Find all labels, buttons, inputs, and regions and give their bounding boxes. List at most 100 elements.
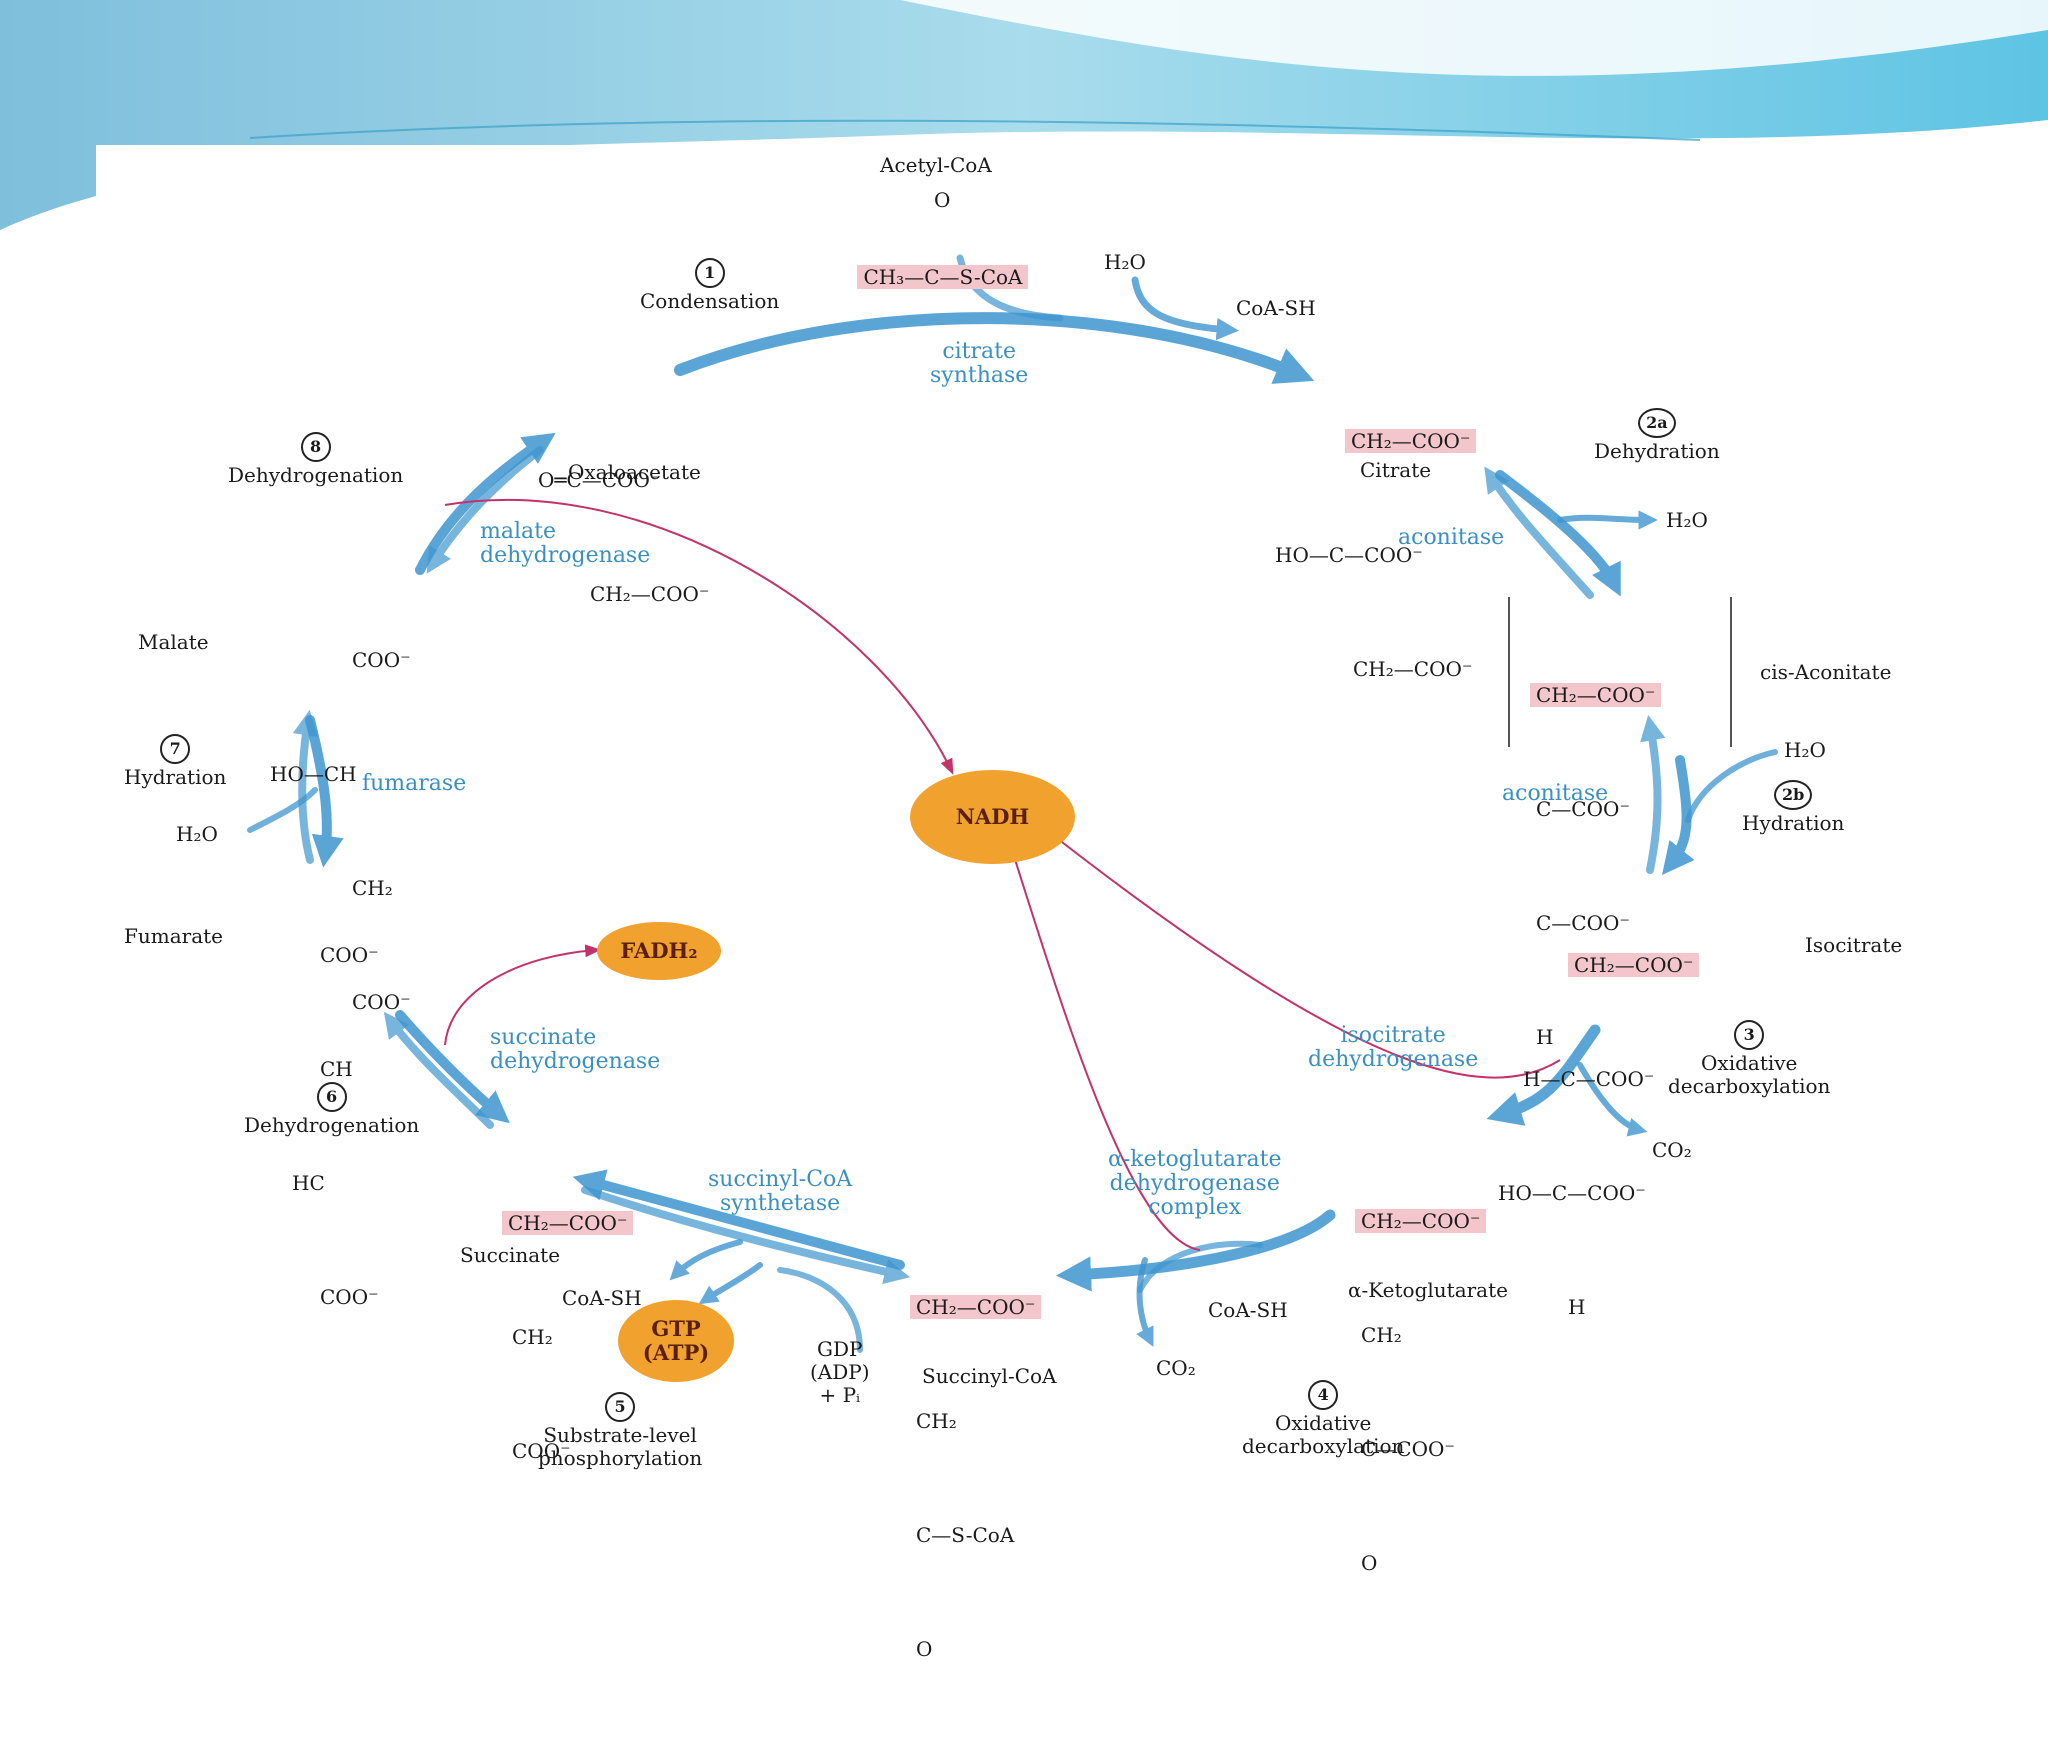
step-1: 1 Condensation: [640, 258, 779, 313]
arrow-coash-5: [669, 1239, 743, 1281]
h2o-step2a: H₂O: [1666, 508, 1708, 532]
arrow-step8-rev: [426, 446, 544, 574]
arrow-step3: [1486, 1024, 1601, 1126]
step-2b-number: 2b: [1774, 780, 1813, 810]
acetyl-coa-label: Acetyl-CoA: [880, 153, 992, 177]
step-2b: 2b Hydration: [1742, 780, 1844, 835]
step-3: 3 Oxidative decarboxylation: [1668, 1020, 1830, 1098]
co2-step3: CO₂: [1652, 1138, 1692, 1162]
step-8: 8 Dehydrogenation: [228, 432, 403, 487]
step-6-label: Dehydrogenation: [244, 1113, 420, 1137]
arrow-step7-rev: [292, 709, 319, 864]
succinyl-coa-label: Succinyl-CoA: [922, 1364, 1057, 1388]
malate-line-2: HO—CH: [270, 762, 357, 786]
arrow-step1: [674, 312, 1315, 384]
arrow-h2o-2b: [1685, 749, 1778, 823]
step-7: 7 Hydration: [124, 734, 226, 789]
isocitrate-label: Isocitrate: [1805, 933, 1903, 957]
arrow-coash-4-in: [1137, 1240, 1263, 1293]
malate-structure: COO⁻ HO—CH CH₂ COO⁻: [270, 565, 411, 1097]
cis-aconitate-line-1: CH₂—COO⁻: [1530, 676, 1662, 714]
malate-label: Malate: [138, 630, 209, 654]
step-5-label: Substrate-level phosphorylation: [538, 1423, 703, 1470]
cis-aconitate-label: cis-Aconitate: [1760, 660, 1892, 684]
succinate-line-1: CH₂—COO⁻: [502, 1204, 634, 1242]
malate-line-4: COO⁻: [352, 990, 411, 1014]
fumarate-structure: COO⁻ CH HC COO⁻: [292, 860, 379, 1392]
oxaloacetate-label: Oxaloacetate: [568, 460, 701, 484]
isocitrate-line-2: H—C—COO⁻: [1523, 1067, 1655, 1091]
step-5: 5 Substrate-level phosphorylation: [538, 1392, 702, 1470]
succinyl-coa-line-4: O: [916, 1637, 933, 1661]
arrow-step4: [1055, 1209, 1336, 1292]
succinate-line-2: CH₂: [512, 1325, 553, 1349]
arrow-step2b-rev: [1640, 714, 1666, 874]
citrate-label: Citrate: [1360, 458, 1432, 482]
enzyme-akg-dehydrogenase-complex: α-ketoglutarate dehydrogenase complex: [1108, 1147, 1282, 1220]
step-3-number: 3: [1734, 1020, 1765, 1050]
step-8-label: Dehydrogenation: [228, 463, 404, 487]
enzyme-succinate-dehydrogenase: succinate dehydrogenase: [490, 1025, 661, 1074]
arrow-co2-4: [1136, 1257, 1154, 1347]
succinate-label: Succinate: [460, 1243, 561, 1267]
fumarate-line-1: COO⁻: [320, 943, 379, 967]
acetyl-group-highlight: CH₃—C—S-CoA: [857, 265, 1029, 289]
redox-malate-nadh: [444, 498, 954, 775]
cis-aconitate-bracket: [1508, 597, 1732, 747]
arrow-co2-3: [1577, 1062, 1648, 1137]
step-2a: 2a Dehydration: [1594, 408, 1720, 463]
step-3-label: Oxidative decarboxylation: [1668, 1051, 1831, 1098]
gdp-adp-pi: GDP (ADP) + Pᵢ: [810, 1337, 870, 1407]
cis-aconitate-line-4: H: [1536, 1025, 1554, 1049]
h2o-step1: H₂O: [1104, 250, 1146, 274]
citrate-line-2: HO—C—COO⁻: [1275, 543, 1423, 567]
akg-line-1: CH₂—COO⁻: [1355, 1202, 1487, 1240]
gtp-atp-badge: GTP (ATP): [618, 1300, 734, 1382]
step-2a-number: 2a: [1637, 408, 1676, 438]
arrow-h2o-2a: [1557, 510, 1658, 530]
arrow-step2a-fwd: [1495, 470, 1621, 597]
step-1-number: 1: [694, 258, 725, 288]
h2o-step2b: H₂O: [1784, 738, 1826, 762]
succinyl-coa-line-3: C—S-CoA: [916, 1523, 1015, 1547]
fumarate-line-2: CH: [320, 1057, 353, 1081]
redox-akg-nadh: [1002, 824, 1201, 1251]
enzyme-fumarase: fumarase: [362, 771, 467, 796]
step-2b-label: Hydration: [1742, 811, 1845, 835]
step-1-label: Condensation: [640, 289, 780, 313]
succinyl-coa-line-1: CH₂—COO⁻: [910, 1288, 1042, 1326]
step-7-number: 7: [160, 734, 191, 764]
arrow-step6-fwd: [395, 1010, 510, 1124]
header-wave: [0, 0, 2048, 230]
coash-step5: CoA-SH: [562, 1286, 642, 1310]
enzyme-isocitrate-dehydrogenase: isocitrate dehydrogenase: [1308, 1023, 1479, 1072]
coash-step4: CoA-SH: [1208, 1298, 1288, 1322]
succinyl-coa-line-2: CH₂: [916, 1409, 957, 1433]
malate-line-1: COO⁻: [352, 648, 411, 672]
oxaloacetate-line-2: CH₂—COO⁻: [590, 582, 710, 606]
step-4: 4 Oxidative decarboxylation: [1242, 1380, 1404, 1458]
enzyme-malate-dehydrogenase: malate dehydrogenase: [480, 519, 651, 568]
fumarate-line-3: HC: [292, 1171, 325, 1195]
cis-aconitate-line-2: C—COO⁻: [1536, 797, 1630, 821]
arrow-step2a-rev: [1484, 466, 1594, 599]
step-8-number: 8: [300, 432, 331, 462]
redox-isocitrate-nadh: [1037, 823, 1561, 1079]
citric-acid-cycle-slide: Acetyl-CoA O CH₃—C—S-CoA CH₂—COO⁻ HO—C—C…: [0, 0, 2048, 1661]
enzyme-aconitase-1: aconitase: [1398, 525, 1505, 550]
cis-aconitate-structure: CH₂—COO⁻ C—COO⁻ C—COO⁻ H: [1530, 600, 1662, 1132]
step-6-number: 6: [316, 1082, 347, 1112]
h2o-step7: H₂O: [176, 822, 218, 846]
enzyme-succinyl-coa-synthetase: succinyl-CoA synthetase: [708, 1167, 853, 1216]
redox-succinate-fadh2: [444, 944, 602, 1046]
step-4-label: Oxidative decarboxylation: [1242, 1411, 1405, 1458]
akg-line-4: O: [1361, 1551, 1378, 1575]
succinate-structure: CH₂—COO⁻ CH₂ COO⁻: [502, 1128, 634, 1546]
cycle-arrows: [247, 254, 1778, 1353]
step-4-number: 4: [1308, 1380, 1339, 1410]
arrow-step5-rev: [581, 1186, 910, 1285]
co2-step4: CO₂: [1156, 1356, 1196, 1380]
arrow-gtp: [698, 1262, 763, 1305]
arrow-step7-fwd: [305, 715, 344, 868]
citrate-line-3: CH₂—COO⁻: [1353, 657, 1473, 681]
